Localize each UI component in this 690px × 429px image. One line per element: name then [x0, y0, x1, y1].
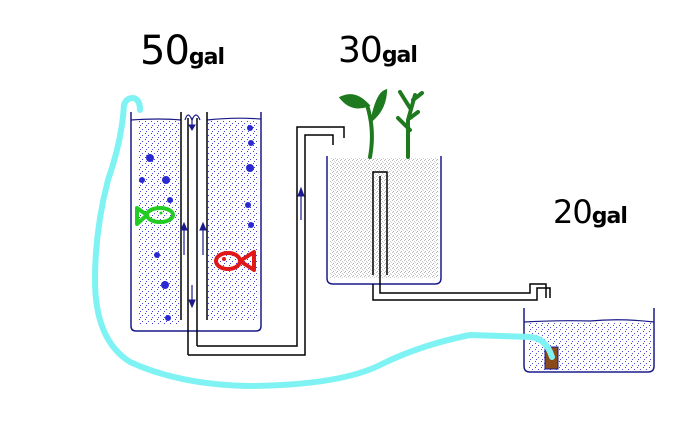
arrow-up-icon — [199, 221, 207, 255]
volume-number: 20 — [553, 193, 593, 231]
fish-green-icon — [135, 206, 175, 226]
arrow-down-icon — [188, 118, 196, 131]
outlet-pipe — [188, 126, 345, 356]
arrow-up-icon — [297, 186, 305, 220]
fish-tank-volume-label: 50gal — [140, 28, 225, 74]
grow-bed — [326, 156, 442, 290]
sump-tank-volume-label: 20gal — [553, 193, 628, 231]
plant-sprout-icon — [396, 90, 424, 159]
plant-seedling-icon — [338, 88, 388, 159]
grow-bed-volume-label: 30gal — [338, 30, 418, 71]
fish-tank-gravel — [137, 120, 257, 325]
drain-pipe — [372, 283, 551, 301]
fish-tank — [130, 112, 262, 355]
flow-arrows — [180, 118, 305, 309]
volume-unit: gal — [591, 204, 628, 229]
sump-tank — [523, 308, 655, 373]
volume-number: 30 — [338, 30, 383, 71]
fish-red-icon — [214, 250, 256, 272]
return-hose — [92, 95, 555, 389]
arrow-down-icon — [188, 285, 196, 309]
volume-unit: gal — [381, 43, 418, 68]
volume-unit: gal — [188, 45, 225, 70]
arrow-up-icon — [180, 221, 188, 255]
volume-number: 50 — [140, 28, 190, 74]
